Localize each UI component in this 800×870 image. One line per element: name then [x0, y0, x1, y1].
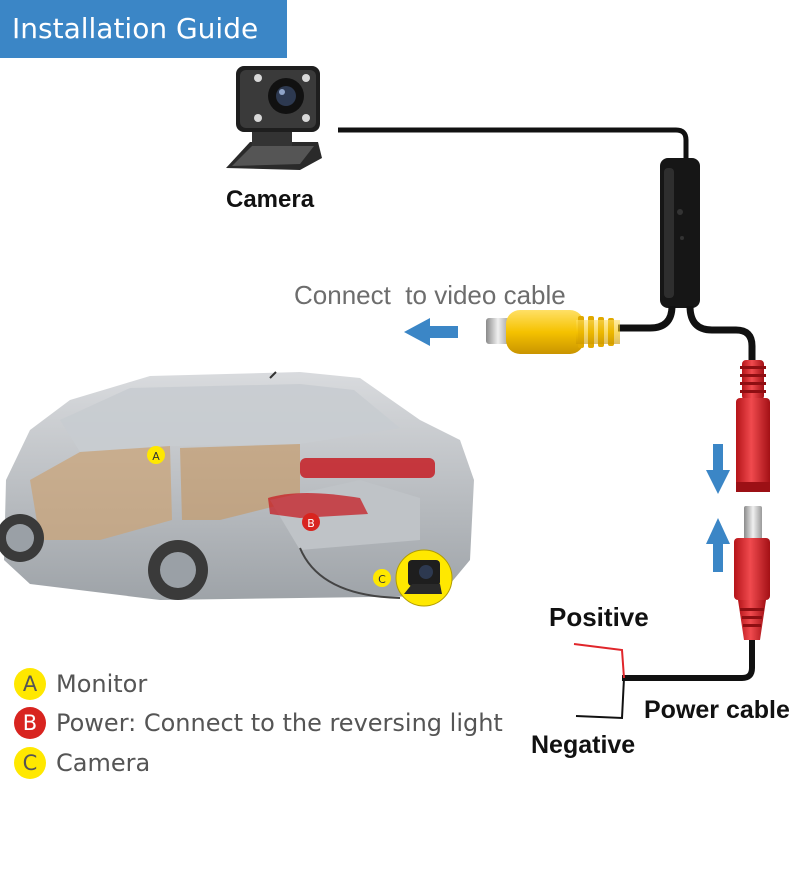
arrow-up-icon	[706, 518, 730, 572]
negative-label: Negative	[531, 731, 635, 760]
cable-splitter-housing	[660, 158, 700, 308]
camera-label: Camera	[226, 186, 314, 214]
dc-female-connector	[736, 360, 770, 492]
legend-badge-b: B	[14, 707, 46, 739]
arrow-left-icon	[404, 318, 458, 346]
marker-b-letter: B	[307, 517, 315, 530]
power-cable-label: Power cable	[644, 696, 790, 725]
legend-text-power: Power: Connect to the reversing light	[56, 709, 503, 737]
marker-c-letter: C	[378, 573, 386, 586]
positive-label: Positive	[549, 602, 649, 633]
legend-item-power: B Power: Connect to the reversing light	[14, 706, 503, 740]
car-camera-inset	[396, 550, 452, 606]
legend-badge-c: C	[14, 747, 46, 779]
arrow-down-icon	[706, 444, 730, 494]
legend-item-camera: C Camera	[14, 746, 150, 780]
legend-item-monitor: A Monitor	[14, 667, 147, 701]
legend-text-camera: Camera	[56, 749, 150, 777]
camera-illustration	[226, 66, 322, 170]
marker-a-letter: A	[152, 450, 160, 463]
rca-video-connector	[486, 310, 620, 354]
dc-male-connector	[734, 506, 770, 640]
video-cable-label: Connect to video cable	[294, 280, 566, 311]
legend-text-monitor: Monitor	[56, 670, 147, 698]
legend-badge-a: A	[14, 668, 46, 700]
